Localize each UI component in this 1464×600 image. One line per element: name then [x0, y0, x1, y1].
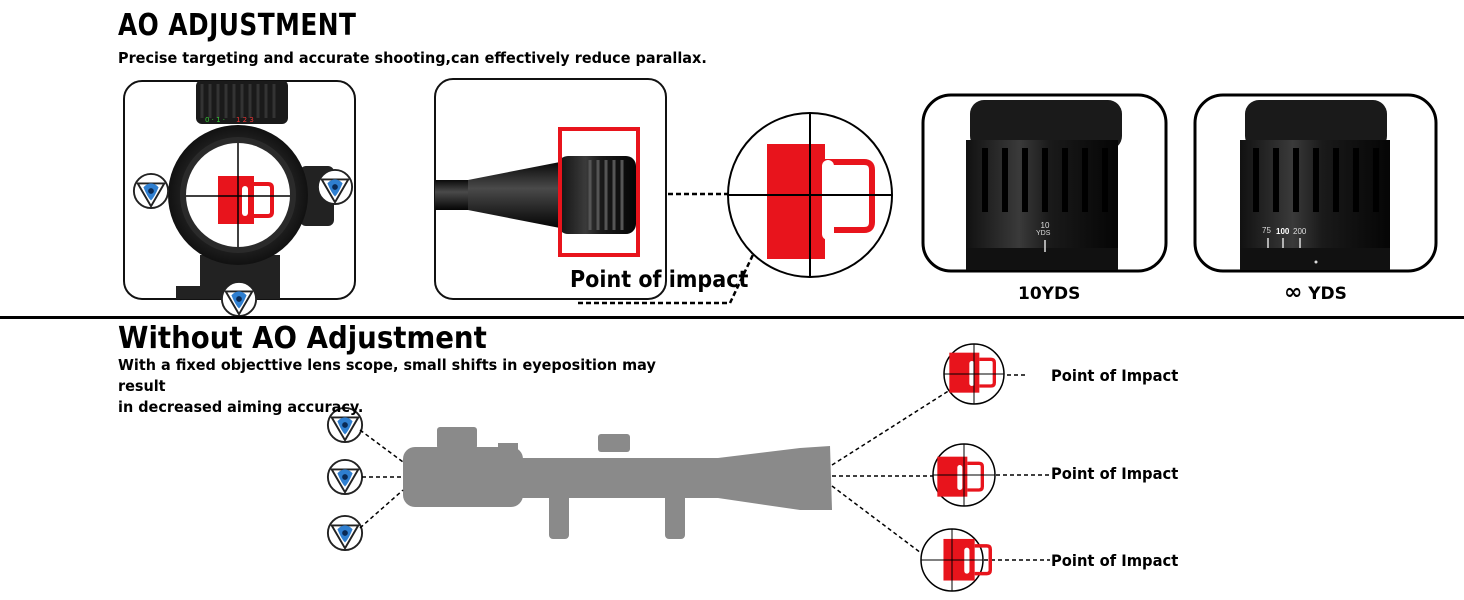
knob-tick-75: 75 [1262, 226, 1271, 235]
reticle-2 [932, 443, 996, 507]
caption-infinity-yds: ∞ YDS [1284, 280, 1347, 305]
knob-tick-100: 100 [1276, 227, 1290, 236]
section-title-ao: AO ADJUSTMENT [118, 8, 357, 43]
section-title-without-ao: Without AO Adjustment [118, 321, 487, 356]
eye-icon [326, 458, 364, 496]
point-of-impact-label: Point of impact [570, 267, 749, 293]
svg-text:0 · 1 ·: 0 · 1 · [205, 116, 225, 124]
section-subtitle-ao: Precise targeting and accurate shooting,… [118, 49, 707, 67]
scope-silhouette [403, 427, 832, 539]
point-of-impact-2: Point of Impact [1051, 464, 1179, 483]
svg-text:1 2 3: 1 2 3 [236, 116, 254, 124]
eye-icon [326, 514, 364, 552]
knob-10-unit: YDS [1036, 230, 1051, 237]
point-of-impact-1: Point of Impact [1051, 366, 1179, 385]
reticle-3 [920, 528, 992, 592]
infinity-icon: ∞ [1284, 280, 1303, 305]
section-divider [0, 316, 1464, 319]
eye-icon [316, 168, 354, 206]
eye-icon [220, 280, 258, 318]
knob-tick-200: 200 [1293, 227, 1307, 236]
point-of-impact-3: Point of Impact [1051, 551, 1179, 570]
section-description-without-ao: With a fixed objecttive lens scope, smal… [118, 356, 656, 416]
knob-10-number: 10 [1040, 221, 1050, 230]
reticle-1 [943, 343, 1005, 405]
eye-icon [132, 172, 170, 210]
caption-10yds: 10YDS [1018, 284, 1081, 304]
